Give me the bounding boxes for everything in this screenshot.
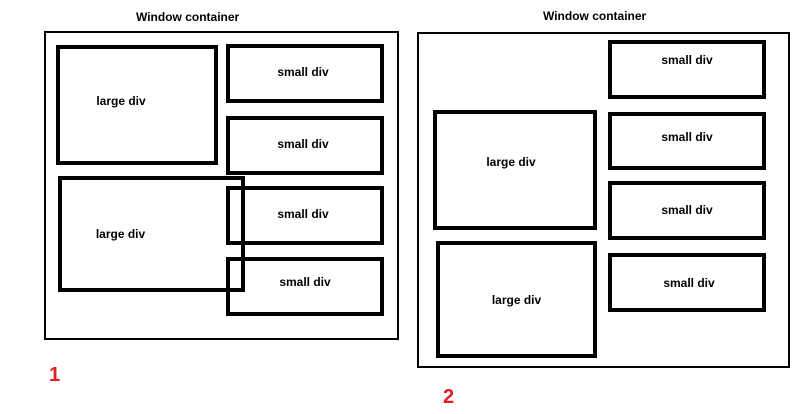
diagram-2-small-div-3: small div — [608, 181, 766, 240]
diagram-1-small-div-3: small div — [226, 186, 384, 245]
large-div-label: large div — [96, 94, 146, 108]
small-div-label: small div — [661, 52, 713, 67]
diagram-1-small-div-1: small div — [226, 44, 384, 103]
small-div-label: small div — [663, 275, 715, 290]
small-div-label: small div — [277, 206, 329, 221]
large-div-label: large div — [486, 155, 536, 169]
small-div-label: small div — [279, 274, 331, 289]
small-div-label: small div — [661, 202, 713, 217]
diagram-2-small-div-4: small div — [608, 253, 766, 312]
diagram-1-window-container — [44, 31, 399, 340]
diagram-2-large-div-1: large div — [433, 110, 597, 230]
small-div-label: small div — [661, 130, 713, 144]
large-div-label: large div — [95, 227, 146, 241]
large-div-label: large div — [491, 292, 542, 307]
small-div-label: small div — [277, 64, 329, 79]
small-div-label: small div — [277, 136, 329, 151]
diagram-1-small-div-2: small div — [226, 116, 384, 175]
diagram-2-window-container — [417, 32, 790, 368]
diagram-1-small-div-4: small div — [226, 257, 384, 316]
diagram-1-large-div-1: large div — [56, 45, 218, 165]
diagram-2-title: Window container — [543, 9, 647, 23]
diagram-2-number: 2 — [443, 386, 455, 408]
diagram-1-title: Window container — [136, 10, 240, 24]
diagram-2-small-div-1: small div — [608, 40, 766, 99]
diagram-2-small-div-2: small div — [608, 112, 766, 170]
diagram-1-large-div-2: large div — [58, 176, 245, 292]
diagram-2-large-div-2: large div — [436, 241, 597, 358]
diagram-1-number: 1 — [49, 364, 61, 386]
